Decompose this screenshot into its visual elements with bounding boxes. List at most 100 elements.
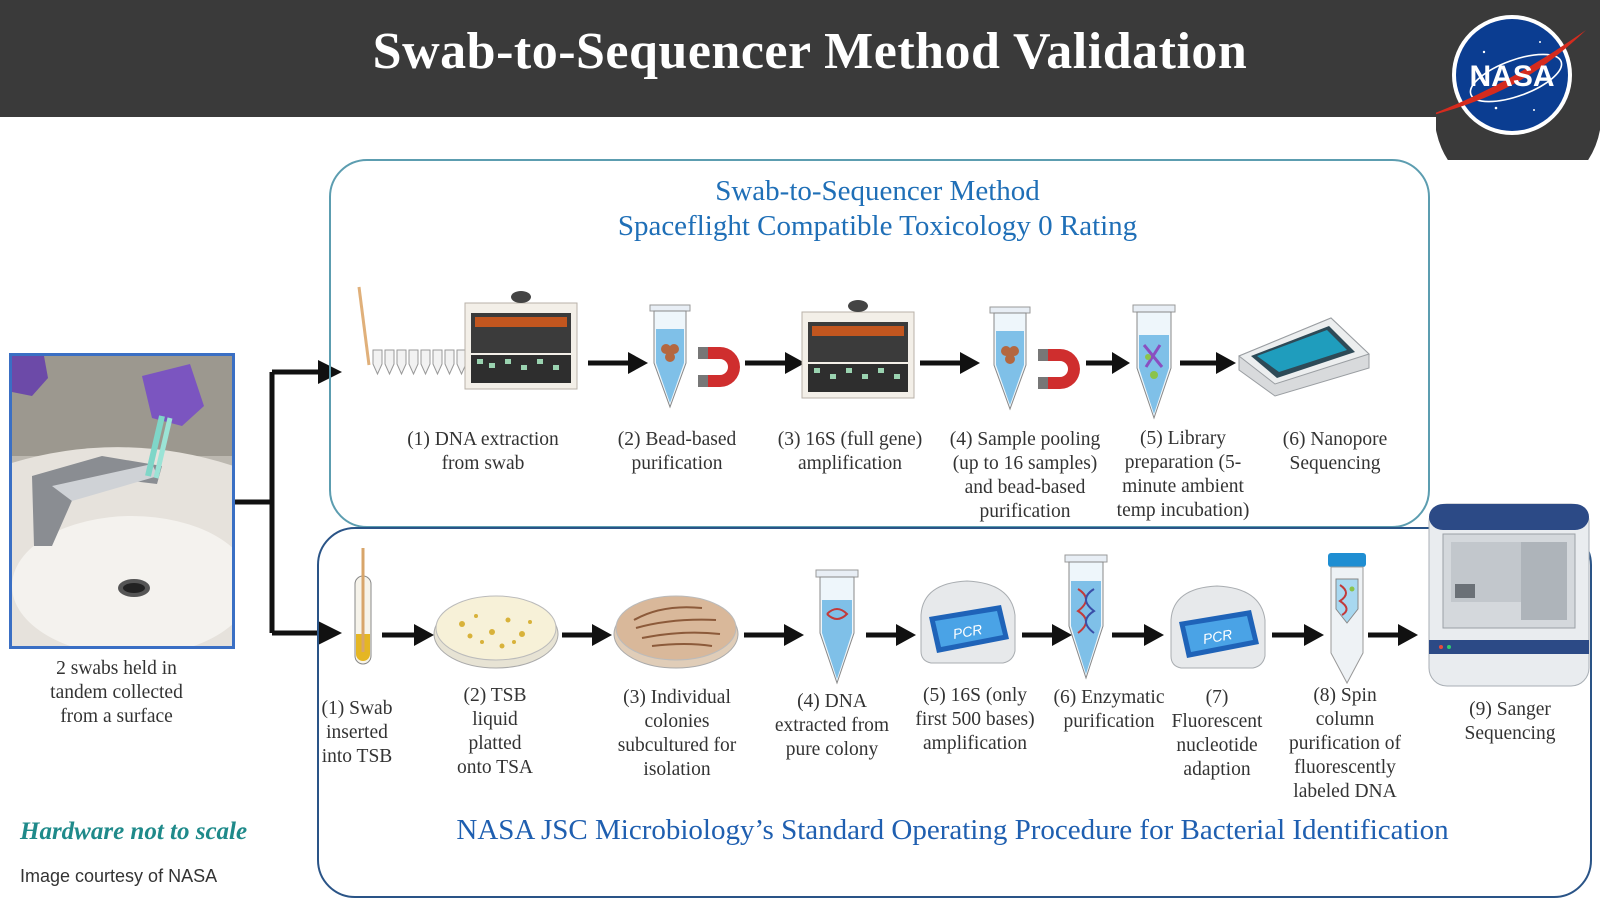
- flow-arrow: [1180, 352, 1236, 374]
- step-label-line: Sequencing: [1464, 723, 1556, 744]
- step-label: (6) Nanopore Sequencing: [1270, 428, 1400, 476]
- step-label: (1) Swab inserted into TSB: [317, 697, 397, 769]
- step-label-line: first 500 bases): [915, 709, 1035, 730]
- step-label: (8) Spin column purification of fluoresc…: [1275, 684, 1415, 804]
- flow-arrow: [382, 624, 434, 646]
- step-label-line: Fluorescent: [1171, 711, 1263, 732]
- step-label: (9) Sanger Sequencing: [1450, 698, 1570, 746]
- step-label-line: (5) Library: [1139, 428, 1227, 449]
- step-label-line: (3) 16S (full gene): [777, 429, 923, 450]
- step-label-line: labeled DNA: [1293, 781, 1397, 802]
- step-label-line: (5) 16S (only: [923, 685, 1027, 706]
- top-panel-title: Swab-to-Sequencer Method: [715, 175, 1040, 207]
- photo-caption: 2 swabs held in tandem collected from a …: [10, 657, 223, 729]
- streak-plate-icon: [613, 595, 739, 669]
- flow-arrow: [920, 352, 980, 374]
- nasa-logo-text: NASA: [1469, 60, 1554, 93]
- pcr-machine-icon: PCR: [1170, 585, 1266, 669]
- step-label-line: isolation: [643, 759, 711, 780]
- image-credit: Image courtesy of NASA: [20, 866, 218, 886]
- step-label-line: (6) Nanopore: [1282, 429, 1388, 450]
- page-title: Swab-to-Sequencer Method Validation: [372, 23, 1248, 80]
- step-label: (4) DNA extracted from pure colony: [762, 690, 902, 762]
- tube-dna-icon: [1132, 304, 1176, 420]
- step-label-line: (1) Swab: [321, 698, 393, 719]
- flow-arrow: [744, 624, 804, 646]
- step-label-line: from swab: [441, 453, 525, 474]
- step-label-line: and bead-based: [964, 477, 1086, 498]
- scale-note: Hardware not to scale: [20, 818, 248, 845]
- flow-arrow: [745, 352, 805, 374]
- flow-arrow: [866, 624, 916, 646]
- step-label-line: (2) TSB: [463, 685, 527, 706]
- spin-column-icon: [1328, 553, 1366, 685]
- step-label: (3) 16S (full gene) amplification: [760, 428, 940, 476]
- step-label-line: onto TSA: [456, 757, 534, 778]
- step-label-line: temp incubation): [1116, 500, 1250, 521]
- step-label: (1) DNA extraction from swab: [388, 428, 578, 476]
- tsb-tube-icon: [354, 548, 372, 665]
- petri-dish-icon: [433, 595, 559, 669]
- step-label: (5) Library preparation (5- minute ambie…: [1103, 427, 1263, 523]
- step-label-line: (up to 16 samples): [952, 453, 1098, 474]
- tube-magnet-icon: [649, 304, 740, 409]
- step-label-line: (7): [1205, 687, 1229, 708]
- step-label: (3) Individual colonies subcultured for …: [597, 686, 757, 782]
- step-label-line: fluorescently: [1294, 757, 1396, 778]
- pcr-label: PCR: [1202, 626, 1234, 647]
- tube-dna-icon: [815, 569, 859, 685]
- step-label: (5) 16S (only first 500 bases) amplifica…: [905, 684, 1045, 756]
- step-label: (6) Enzymatic purification: [1044, 686, 1174, 734]
- step-label-line: purification of: [1288, 733, 1402, 754]
- step-label-line: subcultured for: [617, 735, 737, 756]
- photo-caption-line: 2 swabs held in: [56, 658, 177, 679]
- top-panel-subtitle: Spaceflight Compatible Toxicology 0 Rati…: [617, 210, 1138, 242]
- tube-magnet-icon: [989, 306, 1080, 411]
- thermocycler-icon: [801, 300, 915, 399]
- swab-photo: [9, 353, 235, 649]
- step-label-line: nucleotide: [1176, 735, 1258, 756]
- step-label-line: inserted: [326, 722, 388, 743]
- photo-caption-line: from a surface: [60, 706, 173, 727]
- flow-arrow: [1368, 624, 1418, 646]
- sop-panel: [317, 527, 1592, 898]
- flow-arrow: [1022, 624, 1072, 646]
- step-label-line: (8) Spin: [1313, 685, 1377, 706]
- step-label-line: into TSB: [321, 746, 393, 767]
- step-label-line: preparation (5-: [1124, 452, 1242, 473]
- flow-arrow: [588, 352, 648, 374]
- step-label-line: adaption: [1183, 759, 1251, 780]
- step-label-line: pure colony: [785, 739, 879, 760]
- nanopore-sequencer-icon: [1238, 317, 1370, 397]
- step-label-line: liquid: [472, 709, 518, 730]
- step-label-line: platted: [468, 733, 522, 754]
- pcr-machine-icon: PCR: [920, 580, 1016, 664]
- step-label-line: extracted from: [774, 715, 890, 736]
- flow-arrow: [1272, 624, 1324, 646]
- step-label-line: Sequencing: [1289, 453, 1381, 474]
- step-label-line: (4) DNA: [797, 691, 867, 712]
- step-label-line: minute ambient: [1122, 476, 1244, 497]
- tube-dna-icon: [1064, 554, 1108, 680]
- step-label-line: (3) Individual: [623, 687, 731, 708]
- step-label-line: (4) Sample pooling: [949, 429, 1101, 450]
- thermocycler-icon: [357, 286, 578, 390]
- step-label-line: (6) Enzymatic: [1053, 687, 1165, 708]
- step-label-line: (9) Sanger: [1469, 699, 1551, 720]
- step-label-line: (2) Bead-based: [617, 429, 737, 450]
- header-bar: [0, 0, 1600, 117]
- step-label-line: purification: [631, 453, 723, 474]
- step-label-line: (1) DNA extraction: [407, 429, 559, 450]
- flow-arrow: [562, 624, 612, 646]
- photo-caption-line: tandem collected: [50, 682, 183, 703]
- flow-arrow: [1086, 352, 1130, 374]
- pcr-label: PCR: [952, 621, 984, 642]
- sanger-sequencer-icon: [1428, 503, 1590, 687]
- step-label: (2) TSB liquid platted onto TSA: [440, 684, 550, 780]
- step-label: (7) Fluorescent nucleotide adaption: [1162, 686, 1272, 782]
- flow-arrow: [1112, 624, 1164, 646]
- step-label-line: purification: [1063, 711, 1155, 732]
- nasa-logo: NASA: [1436, 0, 1600, 160]
- step-label-line: amplification: [798, 453, 902, 474]
- step-label-line: colonies: [644, 711, 710, 732]
